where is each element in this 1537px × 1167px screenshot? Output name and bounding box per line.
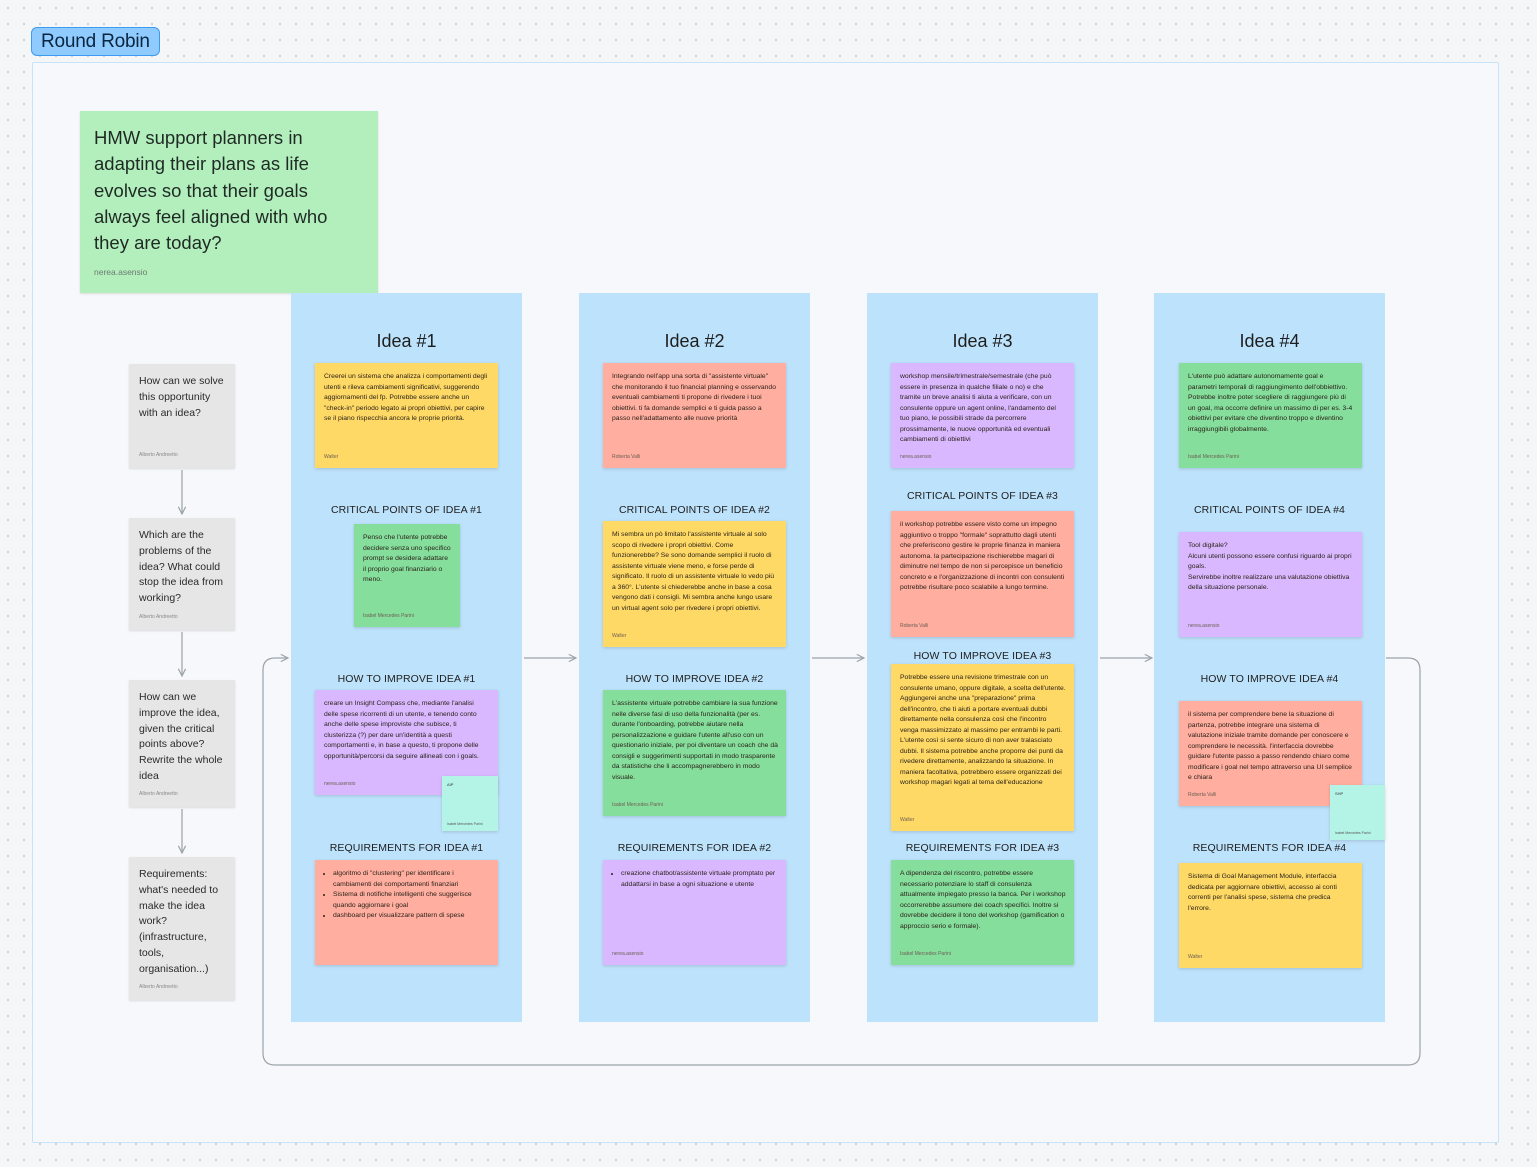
critical-points-title: CRITICAL POINTS OF IDEA #4 [1194, 504, 1345, 516]
prompt-author: Alberto Andreetto [139, 614, 178, 620]
critical-points-title: CRITICAL POINTS OF IDEA #1 [331, 504, 482, 516]
sticky-text: Mi sembra un pò limitato l'assistente vi… [612, 531, 775, 612]
idea-title: Idea #1 [376, 331, 437, 351]
sticky-author: Walter [900, 817, 915, 823]
mini-author: Isabel Mercedes Parini [447, 822, 483, 826]
critical-sticky[interactable]: Mi sembra un pò limitato l'assistente vi… [603, 521, 786, 647]
hmw-text: HMW support planners in adapting their p… [94, 127, 328, 254]
mini-sticky[interactable]: AIP Isabel Mercedes Parini [442, 776, 498, 831]
critical-sticky[interactable]: Tool digitale? Alcuni utenti possono ess… [1179, 532, 1362, 637]
sticky-author: Isabel Mercedes Parini [900, 951, 951, 957]
improve-title: HOW TO IMPROVE IDEA #2 [625, 673, 764, 685]
idea-column-1[interactable]: Idea #1 Creerei un sistema che analizza … [291, 293, 522, 1022]
sticky-author: nerea.asensio [1188, 623, 1220, 629]
requirements-sticky[interactable]: creazione chatbot/assistente virtuale pr… [603, 860, 786, 965]
sticky-text: il workshop potrebbe essere visto come u… [900, 521, 1065, 591]
requirements-title: REQUIREMENTS FOR IDEA #3 [905, 842, 1060, 854]
sticky-text: creazione chatbot/assistente virtuale pr… [612, 869, 778, 890]
sticky-text: Penso che l'utente potrebbe decidere sen… [363, 534, 451, 583]
prompt-sticky-2[interactable]: Which are the problems of the idea? What… [129, 518, 235, 630]
requirements-sticky[interactable]: A dipendenza del riscontro, potrebbe ess… [891, 860, 1074, 965]
prompt-author: Alberto Andreetto [139, 791, 178, 797]
requirements-list: creazione chatbot/assistente virtuale pr… [612, 869, 778, 890]
improve-title: HOW TO IMPROVE IDEA #1 [337, 673, 476, 685]
sticky-text: Integrando nell'app una sorta di "assist… [612, 373, 776, 422]
sticky-text: Sistema di Goal Management Module, inter… [1188, 873, 1337, 912]
sticky-author: nerea.asensio [900, 454, 932, 460]
sticky-text: L'assistente virtuale potrebbe cambiare … [612, 700, 778, 781]
improve-sticky[interactable]: il sistema per comprendere bene la situa… [1179, 701, 1362, 806]
prompt-sticky-1[interactable]: How can we solve this opportunity with a… [129, 364, 235, 468]
sticky-author: Roberta Valli [612, 454, 641, 460]
prompt-text: How can we improve the idea, given the c… [139, 691, 223, 782]
sticky-text: L'utente può adattare autonomamente goal… [1188, 373, 1353, 433]
prompt-sticky-3[interactable]: How can we improve the idea, given the c… [129, 680, 235, 807]
idea-title: Idea #3 [952, 331, 1013, 351]
requirements-title: REQUIREMENTS FOR IDEA #2 [617, 842, 772, 854]
sticky-text: Tool digitale? Alcuni utenti possono ess… [1188, 542, 1352, 591]
mini-label: AIP [447, 782, 454, 787]
sticky-text: Creerei un sistema che analizza i compor… [324, 373, 488, 422]
sticky-text: A dipendenza del riscontro, potrebbe ess… [900, 870, 1066, 930]
requirements-sticky[interactable]: algoritmo di "clustering" per identifica… [315, 860, 498, 965]
sticky-author: Isabel Mercedes Parini [612, 802, 663, 808]
sticky-text: workshop mensile/trimestrale/semestrale … [900, 373, 1056, 443]
sticky-author: Roberta Valli [1188, 792, 1217, 798]
sticky-author: Walter [1188, 954, 1203, 960]
idea-column-2[interactable]: Idea #2 Integrando nell'app una sorta di… [579, 293, 810, 1022]
improve-sticky[interactable]: L'assistente virtuale potrebbe cambiare … [603, 690, 786, 816]
critical-points-title: CRITICAL POINTS OF IDEA #3 [907, 490, 1058, 502]
prompt-author: Alberto Andreetto [139, 452, 178, 458]
hmw-author: nerea.asensio [94, 267, 148, 277]
requirements-title: REQUIREMENTS FOR IDEA #1 [329, 842, 484, 854]
section-label[interactable]: Round Robin [31, 27, 160, 56]
prompt-text: Requirements: what's needed to make the … [139, 868, 219, 975]
idea-title: Idea #2 [664, 331, 725, 351]
requirements-list: algoritmo di "clustering" per identifica… [324, 869, 490, 922]
critical-sticky[interactable]: Penso che l'utente potrebbe decidere sen… [354, 524, 460, 627]
idea-sticky[interactable]: workshop mensile/trimestrale/semestrale … [891, 363, 1074, 468]
idea-sticky[interactable]: Integrando nell'app una sorta di "assist… [603, 363, 786, 468]
requirement-item: dashboard per visualizzare pattern di sp… [333, 911, 490, 922]
prompt-text: Which are the problems of the idea? What… [139, 529, 224, 605]
idea-sticky[interactable]: Creerei un sistema che analizza i compor… [315, 363, 498, 468]
improve-title: HOW TO IMPROVE IDEA #3 [913, 650, 1052, 662]
mini-author: Isabel Mercedes Parini [1335, 831, 1371, 835]
idea-sticky[interactable]: L'utente può adattare autonomamente goal… [1179, 363, 1362, 468]
sticky-author: nerea.asensio [324, 781, 356, 787]
sticky-text: Potrebbe essere una revisione trimestral… [900, 674, 1066, 786]
critical-sticky[interactable]: il workshop potrebbe essere visto come u… [891, 511, 1074, 637]
requirements-title: REQUIREMENTS FOR IDEA #4 [1192, 842, 1347, 854]
idea-column-3[interactable]: Idea #3 workshop mensile/trimestrale/sem… [867, 293, 1098, 1022]
requirement-item: Sistema di notifiche intelligenti che su… [333, 890, 490, 911]
critical-points-title: CRITICAL POINTS OF IDEA #2 [619, 504, 770, 516]
sticky-author: Isabel Mercedes Parini [363, 613, 414, 619]
mini-sticky[interactable]: SHP Isabel Mercedes Parini [1330, 785, 1385, 840]
sticky-author: Roberta Valli [900, 623, 929, 629]
hmw-sticky[interactable]: HMW support planners in adapting their p… [80, 111, 378, 293]
sticky-text: il sistema per comprendere bene la situa… [1188, 711, 1352, 781]
sticky-author: Walter [612, 633, 627, 639]
sticky-author: nerea.asensio [612, 951, 644, 957]
idea-column-4[interactable]: Idea #4 L'utente può adattare autonomame… [1154, 293, 1385, 1022]
prompt-author: Alberto Andreetto [139, 984, 178, 990]
mini-label: SHP [1335, 791, 1344, 796]
sticky-author: Isabel Mercedes Parini [1188, 454, 1239, 460]
prompt-sticky-4[interactable]: Requirements: what's needed to make the … [129, 857, 235, 1000]
sticky-author: Walter [324, 454, 339, 460]
prompt-text: How can we solve this opportunity with a… [139, 375, 224, 419]
idea-title: Idea #4 [1239, 331, 1300, 351]
sticky-text: creare un Insight Compass che, mediante … [324, 700, 479, 760]
sticky-text: algoritmo di "clustering" per identifica… [324, 869, 490, 922]
improve-sticky[interactable]: Potrebbe essere una revisione trimestral… [891, 664, 1074, 831]
requirement-item: algoritmo di "clustering" per identifica… [333, 869, 490, 890]
requirements-sticky[interactable]: Sistema di Goal Management Module, inter… [1179, 863, 1362, 968]
improve-title: HOW TO IMPROVE IDEA #4 [1200, 673, 1339, 685]
requirement-item: creazione chatbot/assistente virtuale pr… [621, 869, 778, 890]
connector-loop-back [262, 658, 1421, 1066]
